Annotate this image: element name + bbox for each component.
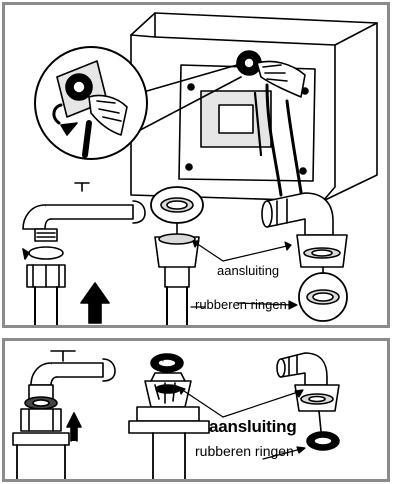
rubber-rings-label-bottom: rubberen ringen <box>195 443 294 459</box>
faucet-connector-illustration <box>13 351 115 479</box>
assembled-connector-illustration <box>129 354 209 479</box>
bottom-instruction-panel: aansluiting rubberen ringen <box>2 338 390 482</box>
top-panel-drawing <box>5 5 387 325</box>
washing-machine-illustration <box>131 13 377 205</box>
connection-label-bottom: aansluiting <box>209 417 297 437</box>
rubber-rings-label: rubberen ringen <box>195 297 287 312</box>
top-instruction-panel: aansluiting rubberen ringen <box>2 2 390 328</box>
connection-label: aansluiting <box>217 263 279 278</box>
faucet-left-illustration <box>23 183 145 325</box>
